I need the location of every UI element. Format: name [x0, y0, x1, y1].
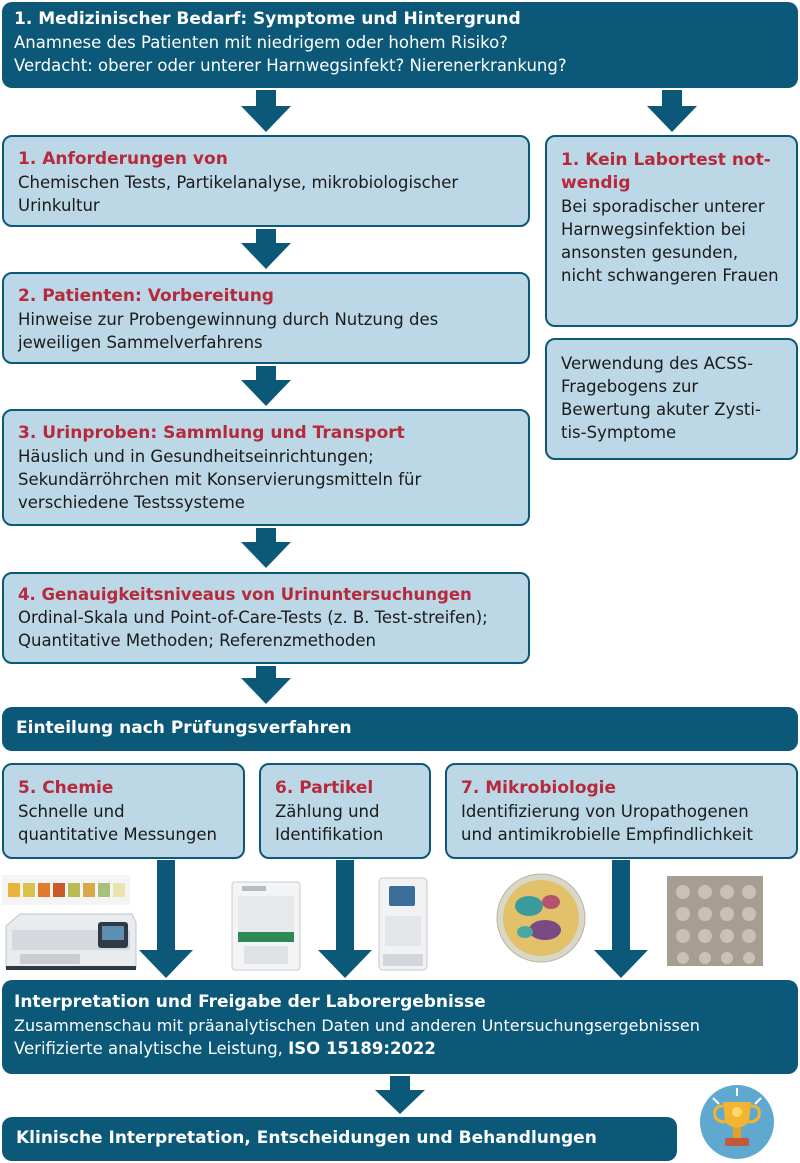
step-2-title: 2. Patienten: Vorbereitung [18, 286, 274, 306]
step-1-body: Chemischen Tests, Partikelanalyse, mikro… [18, 173, 459, 215]
chemistry-body: Schnelle und quantitative Messungen [18, 802, 217, 844]
test-strip-icon [2, 875, 130, 905]
step-4-title: 4. Genauigkeitsniveaus von Urinuntersuch… [18, 585, 472, 604]
interpretation-line-2-text: Verifizierte analytische Leistung, [14, 1039, 289, 1058]
particle-body: Zählung und Identifikation [275, 802, 384, 844]
no-lab-test-title: 1. Kein Labortest not-wendig [561, 150, 771, 193]
step-1-box: 1. Anforderungen von Chemischen Tests, P… [2, 135, 530, 227]
trophy-icon [700, 1085, 774, 1159]
culture-plate-icon [496, 873, 586, 963]
need-line-1: Anamnese des Patienten mit niedrigem ode… [14, 33, 508, 52]
interpretation-line-2: Verifizierte analytische Leistung, ISO 1… [14, 1037, 786, 1060]
step-3-body: Häuslich und in Gesundheitseinrichtungen… [18, 447, 422, 512]
urine-analyzer-icon [378, 877, 428, 971]
particle-title: 6. Partikel [275, 778, 374, 798]
particle-analyzer-icon [231, 881, 301, 971]
step-2-body: Hinweise zur Probengewinnung durch Nutzu… [18, 310, 439, 352]
microbiology-title: 7. Mikrobiologie [461, 778, 617, 798]
interpretation-line-1: Zusammenschau mit präanalytischen Daten … [14, 1016, 700, 1035]
need-title: 1. Medizinischer Bedarf: Symptome und Hi… [14, 9, 521, 29]
step-3-title: 3. Urinproben: Sammlung und Transport [18, 423, 405, 443]
microbiology-box: 7. Mikrobiologie Identifizierung von Uro… [445, 763, 798, 859]
need-line-2: Verdacht: oberer oder unterer Harnwegsin… [14, 56, 567, 75]
step-4-box: 4. Genauigkeitsniveaus von Urinuntersuch… [2, 572, 530, 664]
step-4-body: Ordinal-Skala und Point-of-Care-Tests (z… [18, 608, 488, 650]
iso-standard: ISO 15189:2022 [288, 1039, 436, 1058]
final-title: Klinische Interpretation, Entscheidungen… [16, 1128, 597, 1148]
particle-box: 6. Partikel Zählung und Identifikation [259, 763, 431, 859]
step-1-title: 1. Anforderungen von [18, 149, 228, 169]
division-bar: Einteilung nach Prüfungsverfahren [2, 707, 798, 751]
acss-box: Verwendung des ACSS-Fragebogens zur Bewe… [545, 338, 798, 460]
division-title: Einteilung nach Prüfungsverfahren [16, 718, 352, 738]
microplate-icon [667, 876, 763, 966]
chemistry-box: 5. Chemie Schnelle und quantitative Mess… [2, 763, 245, 859]
no-lab-test-box: 1. Kein Labortest not-wendig Bei sporadi… [545, 135, 798, 327]
step-3-box: 3. Urinproben: Sammlung und Transport Hä… [2, 409, 530, 526]
final-box: Klinische Interpretation, Entscheidungen… [2, 1117, 677, 1161]
chemistry-title: 5. Chemie [18, 778, 114, 798]
no-lab-test-body: Bei sporadischer unterer Harnwegsinfekti… [561, 197, 779, 285]
need-box: 1. Medizinischer Bedarf: Symptome und Hi… [2, 2, 798, 88]
microbiology-body: Identifizierung von Uropathogenen und an… [461, 802, 753, 844]
interpretation-box: Interpretation und Freigabe der Laborerg… [2, 980, 798, 1074]
acss-body: Verwendung des ACSS-Fragebogens zur Bewe… [561, 354, 761, 442]
step-2-box: 2. Patienten: Vorbereitung Hinweise zur … [2, 272, 530, 364]
interpretation-title: Interpretation und Freigabe der Laborerg… [14, 992, 486, 1012]
chemistry-analyzer-icon [2, 908, 138, 974]
